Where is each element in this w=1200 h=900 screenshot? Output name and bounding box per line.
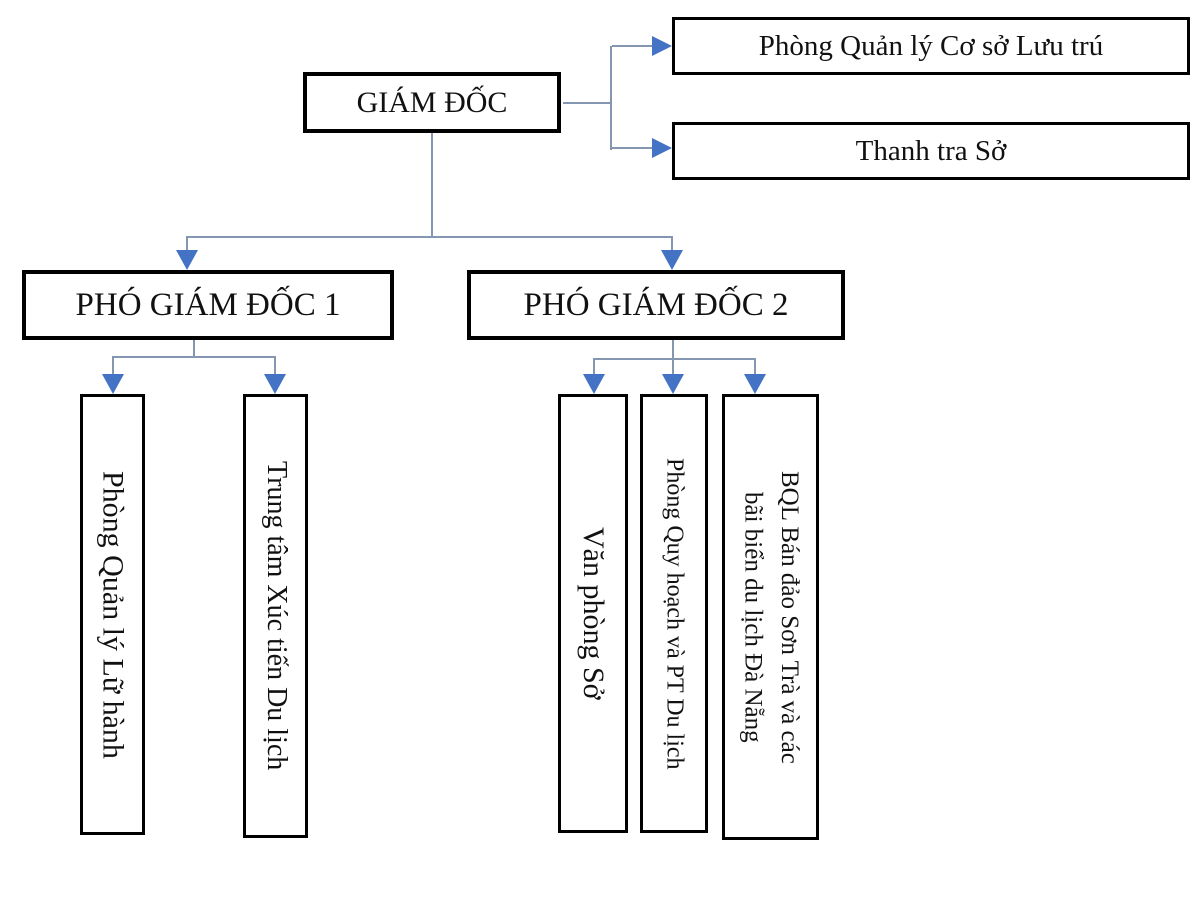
node-deputy-2-label: PHÓ GIÁM ĐỐC 2 <box>523 286 789 323</box>
node-deputy-1: PHÓ GIÁM ĐỐC 1 <box>22 270 394 340</box>
connector-line <box>274 356 276 376</box>
connector-line <box>431 133 433 238</box>
connector-line <box>593 358 595 376</box>
connector-line <box>193 340 195 358</box>
connector-line <box>593 358 756 360</box>
connector-line <box>671 236 673 252</box>
connector-line <box>672 358 674 376</box>
connector-line <box>612 147 652 149</box>
connector-line <box>610 46 612 150</box>
connector-line <box>563 102 611 104</box>
connector-line <box>754 358 756 376</box>
connector-line <box>186 236 188 252</box>
arrow-down-icon <box>176 250 198 270</box>
node-staff-inspectorate-label: Thanh tra Sở <box>855 134 1007 167</box>
connector-line <box>672 340 674 360</box>
node-unit-travel-management: Phòng Quản lý Lữ hành <box>80 394 145 835</box>
node-staff-accommodation: Phòng Quản lý Cơ sở Lưu trú <box>672 17 1190 75</box>
node-unit-son-tra-beach-management-label: BQL Bán đảo Sơn Trà và các bãi biển du l… <box>739 470 803 764</box>
arrow-down-icon <box>583 374 605 394</box>
connector-line <box>612 45 652 47</box>
connector-line <box>186 236 673 238</box>
node-deputy-1-label: PHÓ GIÁM ĐỐC 1 <box>75 286 341 323</box>
arrow-down-icon <box>662 374 684 394</box>
arrow-right-icon <box>652 36 672 56</box>
arrow-right-icon <box>652 138 672 158</box>
node-unit-planning-development-label: Phòng Quy hoạch và PT Du lịch <box>661 457 688 770</box>
node-unit-department-office: Văn phòng Sở <box>558 394 628 833</box>
node-unit-department-office-label: Văn phòng Sở <box>576 527 610 700</box>
connector-line <box>112 356 275 358</box>
node-director-label: GIÁM ĐỐC <box>356 85 508 119</box>
node-director: GIÁM ĐỐC <box>303 72 561 133</box>
node-unit-tourism-promotion-center-label: Trung tâm Xúc tiến Du lịch <box>260 461 292 771</box>
node-deputy-2: PHÓ GIÁM ĐỐC 2 <box>467 270 845 340</box>
arrow-down-icon <box>264 374 286 394</box>
node-unit-travel-management-label: Phòng Quản lý Lữ hành <box>96 470 130 759</box>
node-staff-accommodation-label: Phòng Quản lý Cơ sở Lưu trú <box>758 29 1104 62</box>
node-unit-son-tra-beach-management: BQL Bán đảo Sơn Trà và các bãi biển du l… <box>722 394 819 840</box>
node-unit-planning-development: Phòng Quy hoạch và PT Du lịch <box>640 394 708 833</box>
arrow-down-icon <box>661 250 683 270</box>
connector-line <box>112 356 114 376</box>
arrow-down-icon <box>744 374 766 394</box>
node-unit-tourism-promotion-center: Trung tâm Xúc tiến Du lịch <box>243 394 308 838</box>
arrow-down-icon <box>102 374 124 394</box>
node-staff-inspectorate: Thanh tra Sở <box>672 122 1190 180</box>
